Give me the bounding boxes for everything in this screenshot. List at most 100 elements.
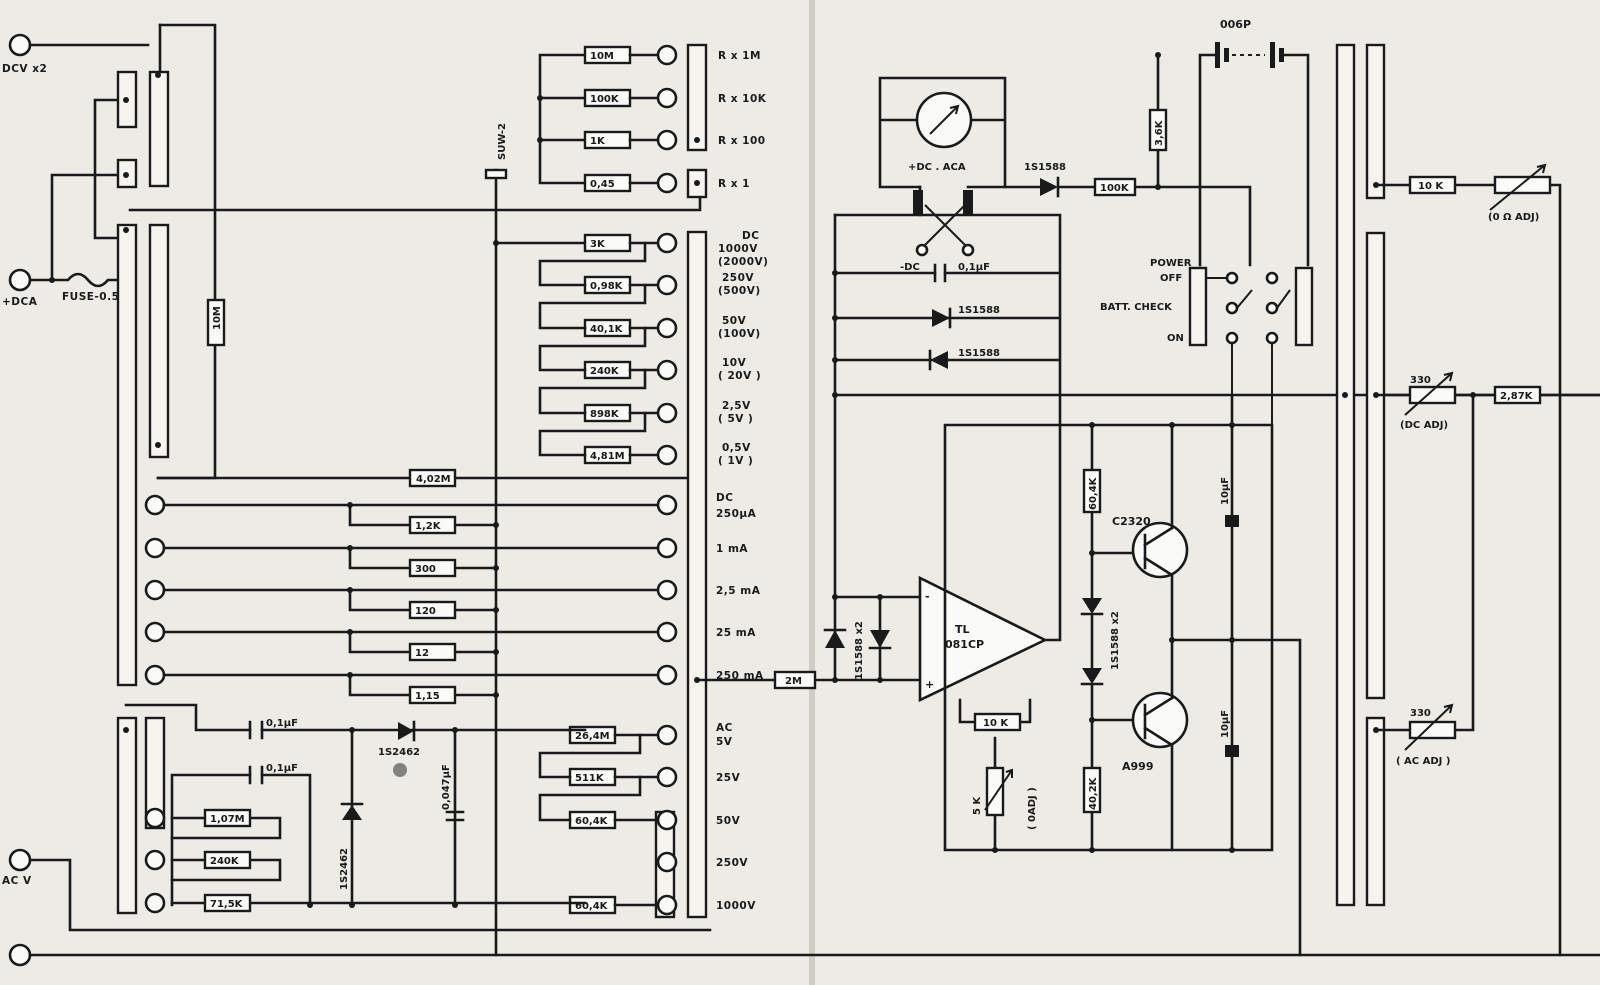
svg-text:330: 330	[1410, 708, 1431, 719]
svg-text:1,07M: 1,07M	[210, 814, 245, 825]
dcv-range-label-1: 250V	[722, 272, 754, 284]
switch-wafer-ohms	[686, 43, 708, 152]
amplifier-section: 2M 1S1588 x2 TL 081CP -+ 10 K 5 K ( 0ADJ…	[695, 213, 1600, 957]
svg-text:5 K: 5 K	[972, 796, 983, 815]
dca-left-contact-2[interactable]	[144, 579, 166, 601]
dca-range-label-1: 1 mA	[716, 543, 748, 555]
ohms-contact-3[interactable]	[656, 172, 678, 194]
cap-0-1uf-b	[248, 765, 264, 785]
common-terminal[interactable]	[8, 943, 32, 967]
dca-resistor-2-value: 120	[415, 606, 436, 617]
switch-wafer-r4	[1365, 716, 1386, 907]
dca-contact-3[interactable]	[656, 621, 678, 643]
dca-left-contact-0[interactable]	[144, 494, 166, 516]
acv-resistor-1-value: 511K	[575, 773, 605, 784]
svg-text:10M: 10M	[212, 306, 223, 330]
svg-text:0,1µF: 0,1µF	[958, 262, 990, 273]
dcv-contact-2[interactable]	[656, 317, 678, 339]
svg-text:10 K: 10 K	[983, 718, 1009, 729]
dcv-range-label-5: 0,5V	[722, 442, 751, 454]
acv-range-label-0: AC	[716, 722, 733, 734]
dca-contact-0[interactable]	[656, 494, 678, 516]
dcv-range-sub-5: ( 1V )	[718, 455, 753, 467]
dcv-range-sub-2: (100V)	[718, 328, 761, 340]
svg-text:1S2462: 1S2462	[378, 747, 420, 758]
dca-range-sub-0: 250µA	[716, 508, 757, 520]
dcv-contact-4[interactable]	[656, 402, 678, 424]
svg-text:10µF: 10µF	[1220, 477, 1231, 505]
switch-wafer-r2	[1365, 43, 1386, 200]
dcv-contact-5[interactable]	[656, 444, 678, 466]
svg-text:ON: ON	[1167, 333, 1184, 344]
dca-left-contact-4[interactable]	[144, 664, 166, 686]
acv-contact-3[interactable]	[656, 851, 678, 873]
diode-clamp-2	[870, 630, 890, 648]
dcv-range-sub-4: ( 5V )	[718, 413, 753, 425]
svg-text:081CP: 081CP	[945, 638, 984, 651]
acv-range-label-4: 1000V	[716, 900, 756, 912]
svg-text:40,2K: 40,2K	[1088, 776, 1099, 810]
dcv-resistor-4-value: 898K	[590, 409, 620, 420]
acv-resistor-2-value: 60,4K	[575, 816, 609, 827]
ohms-contact-1[interactable]	[656, 87, 678, 109]
dcv-resistor-0-value: 3K	[590, 239, 606, 250]
fuse-symbol	[50, 272, 130, 288]
switch-wafer-a	[148, 70, 170, 188]
ohms-range-label-3: R x 1	[718, 178, 750, 190]
acv-contact-1[interactable]	[656, 766, 678, 788]
dcv-resistor-1-value: 0,98K	[590, 281, 624, 292]
svg-text:A999: A999	[1122, 760, 1153, 773]
acv-resistor-4-value: 60,4K	[575, 901, 609, 912]
ohms-contact-2[interactable]	[656, 129, 678, 151]
dca-contact-4[interactable]	[656, 664, 678, 686]
dca-contact-2[interactable]	[656, 579, 678, 601]
dca-range-label-0: DC	[716, 492, 733, 504]
acv-resistor-0-value: 26,4M	[575, 731, 610, 742]
dca-left-contact-3[interactable]	[144, 621, 166, 643]
dcv-resistor-2-value: 40,1K	[590, 324, 624, 335]
dcv-range-label-2: 50V	[722, 315, 747, 327]
rotary-switch-left	[116, 70, 170, 915]
svg-text:( 0ADJ ): ( 0ADJ )	[1027, 787, 1038, 830]
dcv-terminal[interactable]	[8, 33, 32, 57]
svg-text:10 K: 10 K	[1418, 181, 1444, 192]
dca-terminal[interactable]	[8, 268, 32, 292]
dca-resistor-2	[408, 600, 457, 620]
dcv-contact-1[interactable]	[656, 274, 678, 296]
dcv-range-label-3: 10V	[722, 357, 747, 369]
svg-text:1S1588: 1S1588	[1024, 162, 1066, 173]
dca-left-contact-1[interactable]	[144, 537, 166, 559]
resistor-4-02m: 4,02M	[408, 468, 457, 488]
acv-contact-4[interactable]	[656, 894, 678, 916]
dca-resistor-4-value: 1,15	[415, 691, 440, 702]
acv-range-label-1: 25V	[716, 772, 741, 784]
ohms-resistor-3-value: 0,45	[590, 179, 615, 190]
switch-wafer-r3	[1365, 231, 1386, 700]
dcv-contact-0[interactable]	[656, 232, 678, 254]
acv-contact-2[interactable]	[656, 809, 678, 831]
dca-label: +DCA	[2, 296, 38, 308]
meter-section: +DC . ACA -DC 0,1µF 1S1588 1S1588 1S1588…	[878, 52, 1252, 371]
svg-text:1S1588 x2: 1S1588 x2	[1110, 611, 1121, 670]
svg-text:POWER: POWER	[1150, 258, 1192, 269]
svg-text:4,02M: 4,02M	[416, 474, 451, 485]
dcv-range-label-0: DC	[742, 230, 759, 242]
dcv-range-sub-3: ( 20V )	[718, 370, 761, 382]
power-switch-b[interactable]	[1294, 266, 1314, 347]
dca-contact-1[interactable]	[656, 537, 678, 559]
ohms-resistor-2-value: 1K	[590, 136, 606, 147]
calibration-section: 10 K (0 Ω ADJ) 330 2,87K (DC ADJ) 330 ( …	[1335, 43, 1600, 957]
svg-text:1S1588 x2: 1S1588 x2	[854, 621, 865, 680]
dca-resistor-3-value: 12	[415, 648, 429, 659]
svg-text:1S1588: 1S1588	[958, 348, 1000, 359]
dcv-contact-3[interactable]	[656, 359, 678, 381]
ohms-resistor-1-value: 100K	[590, 94, 620, 105]
power-switch-a[interactable]	[1188, 266, 1208, 347]
acv-contact-0[interactable]	[656, 724, 678, 746]
dcv-resistor-3-value: 240K	[590, 366, 620, 377]
acv-terminal[interactable]	[8, 848, 32, 872]
ohms-contact-0[interactable]	[656, 44, 678, 66]
